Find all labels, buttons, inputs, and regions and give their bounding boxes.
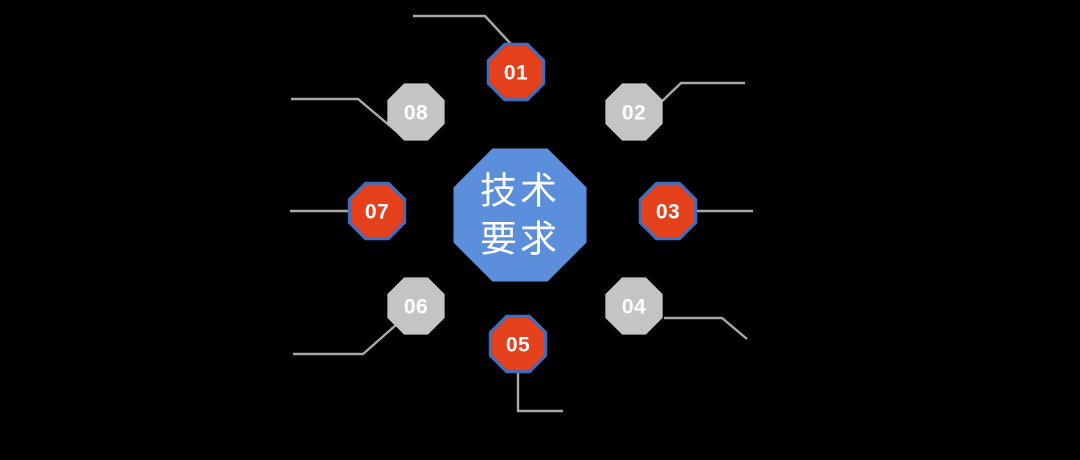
node-08[interactable]: 08 (387, 83, 445, 141)
node-number-label-05: 05 (506, 334, 530, 357)
node-number-label-06: 06 (404, 296, 428, 319)
octagon-shape-05 (488, 314, 548, 374)
connector-01 (413, 14, 523, 57)
octagon-shape-01 (486, 42, 546, 102)
node-number-label-03: 03 (656, 201, 680, 224)
node-06[interactable]: 06 (387, 277, 445, 335)
node-02[interactable]: 02 (605, 83, 663, 141)
connector-04 (664, 316, 748, 340)
octagon-shape-07 (347, 181, 407, 241)
node-07[interactable]: 07 (347, 181, 407, 241)
node-number-label-01: 01 (504, 62, 528, 85)
node-03[interactable]: 03 (638, 181, 698, 241)
node-05[interactable]: 05 (488, 314, 548, 374)
octagon-shape-06 (387, 277, 445, 335)
node-01[interactable]: 01 (486, 42, 546, 102)
octagon-shape-08 (387, 83, 445, 141)
node-number-label-08: 08 (404, 102, 428, 125)
octagon-shape-04 (605, 277, 663, 335)
nodes-layer: 01 02 03 04 05 06 07 08 (347, 42, 698, 374)
node-04[interactable]: 04 (605, 277, 663, 335)
octagon-shape-03 (638, 181, 698, 241)
node-number-label-04: 04 (622, 296, 646, 319)
node-number-label-02: 02 (622, 102, 646, 125)
center-label-line-1: 技术 (480, 170, 560, 213)
center-octagon-shape (453, 148, 587, 282)
center-label-line-2: 要求 (480, 218, 560, 261)
octagon-shape-02 (605, 83, 663, 141)
connector-06 (293, 324, 397, 356)
connector-05 (516, 372, 563, 413)
connector-02 (655, 81, 745, 108)
node-number-label-07: 07 (365, 201, 389, 224)
connector-08 (291, 97, 397, 132)
connectors-layer (290, 14, 753, 413)
